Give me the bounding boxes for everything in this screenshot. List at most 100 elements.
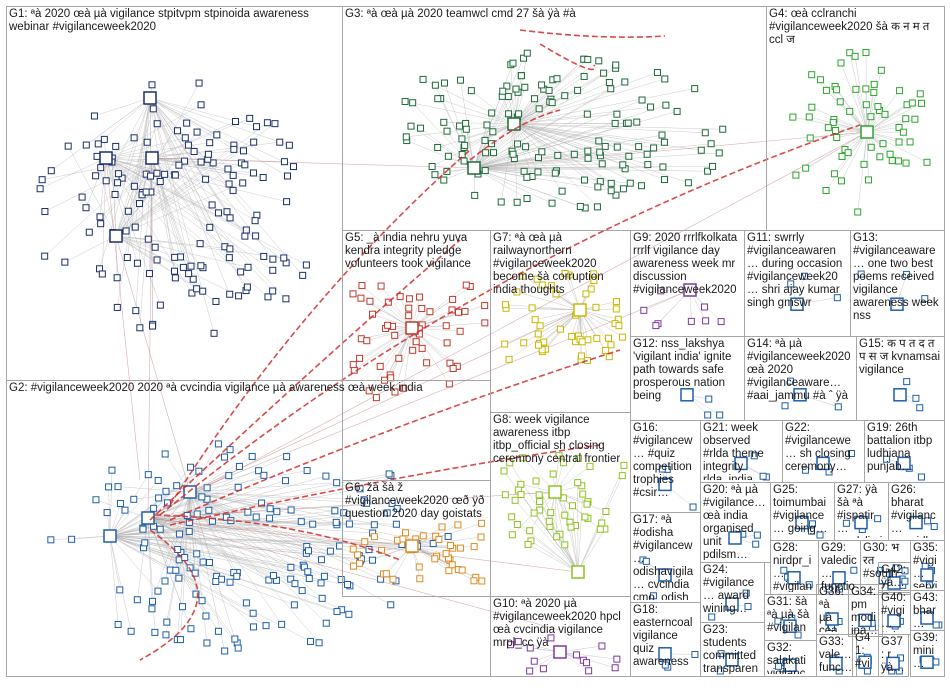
node bbox=[244, 263, 252, 271]
node bbox=[269, 255, 277, 263]
hub-node bbox=[507, 117, 521, 131]
node bbox=[598, 160, 606, 168]
node bbox=[462, 119, 470, 127]
node bbox=[618, 472, 626, 480]
edge bbox=[513, 60, 599, 125]
node bbox=[545, 517, 553, 525]
node bbox=[151, 628, 159, 636]
node bbox=[805, 113, 813, 121]
inter-group-edge bbox=[473, 131, 868, 169]
node bbox=[895, 124, 903, 132]
node bbox=[930, 523, 938, 531]
edge bbox=[811, 106, 868, 133]
edge bbox=[189, 443, 219, 493]
edge bbox=[189, 491, 391, 605]
node bbox=[794, 631, 802, 639]
node bbox=[508, 531, 516, 539]
node bbox=[393, 505, 401, 513]
node bbox=[704, 167, 712, 175]
node bbox=[298, 587, 306, 595]
edge bbox=[149, 97, 231, 219]
edge bbox=[67, 146, 117, 237]
node bbox=[176, 636, 184, 644]
node bbox=[237, 268, 245, 276]
node bbox=[382, 570, 390, 578]
node bbox=[842, 519, 850, 527]
node bbox=[198, 493, 206, 501]
edge bbox=[513, 123, 624, 190]
edge bbox=[105, 150, 244, 159]
edge bbox=[554, 491, 557, 537]
node bbox=[523, 194, 531, 202]
node bbox=[462, 125, 470, 133]
hub-node bbox=[783, 619, 797, 633]
node bbox=[122, 227, 130, 235]
edge bbox=[405, 101, 515, 125]
node bbox=[289, 163, 297, 171]
edge bbox=[559, 651, 617, 660]
edge bbox=[579, 309, 623, 338]
hub-node bbox=[548, 485, 562, 499]
node bbox=[490, 149, 498, 157]
edge bbox=[151, 157, 264, 178]
node bbox=[185, 270, 193, 278]
hub-node bbox=[887, 614, 901, 628]
node bbox=[153, 169, 161, 177]
edge bbox=[440, 98, 475, 169]
node bbox=[223, 208, 231, 216]
node bbox=[326, 547, 334, 555]
edge bbox=[866, 131, 869, 180]
node bbox=[657, 287, 665, 295]
node bbox=[395, 354, 403, 362]
hub-node bbox=[858, 655, 872, 669]
edge bbox=[522, 275, 581, 311]
edge bbox=[147, 517, 274, 576]
node bbox=[193, 550, 201, 558]
node bbox=[299, 271, 307, 279]
node bbox=[363, 337, 371, 345]
edge bbox=[109, 535, 121, 590]
node bbox=[595, 57, 603, 65]
edge bbox=[563, 497, 579, 573]
node bbox=[290, 601, 298, 609]
edge bbox=[513, 88, 695, 125]
hub-node bbox=[658, 647, 672, 661]
edge bbox=[841, 131, 868, 181]
node bbox=[318, 594, 326, 602]
node bbox=[340, 509, 348, 517]
edge bbox=[147, 517, 322, 584]
edge bbox=[513, 72, 658, 125]
edge bbox=[94, 97, 151, 117]
node bbox=[575, 454, 583, 462]
edge bbox=[473, 167, 581, 207]
node bbox=[601, 142, 609, 150]
edge bbox=[535, 480, 579, 573]
node bbox=[190, 148, 198, 156]
node bbox=[442, 550, 450, 558]
node bbox=[862, 49, 870, 57]
edge bbox=[530, 540, 579, 573]
node bbox=[660, 138, 668, 146]
node bbox=[652, 322, 660, 330]
node bbox=[183, 119, 191, 127]
group-box-g41 bbox=[852, 630, 879, 677]
edge bbox=[514, 500, 579, 573]
node bbox=[349, 290, 357, 298]
node bbox=[572, 651, 580, 659]
node bbox=[444, 152, 452, 160]
node bbox=[903, 378, 911, 386]
node bbox=[281, 477, 289, 485]
node bbox=[538, 281, 546, 289]
node bbox=[354, 551, 362, 559]
node bbox=[503, 82, 511, 90]
node bbox=[276, 138, 284, 146]
node bbox=[460, 157, 468, 165]
node bbox=[349, 361, 357, 369]
node bbox=[251, 217, 259, 225]
node bbox=[530, 509, 538, 517]
edge bbox=[151, 157, 175, 272]
node bbox=[114, 170, 122, 178]
node bbox=[235, 462, 243, 470]
node bbox=[515, 110, 523, 118]
node bbox=[916, 404, 924, 412]
